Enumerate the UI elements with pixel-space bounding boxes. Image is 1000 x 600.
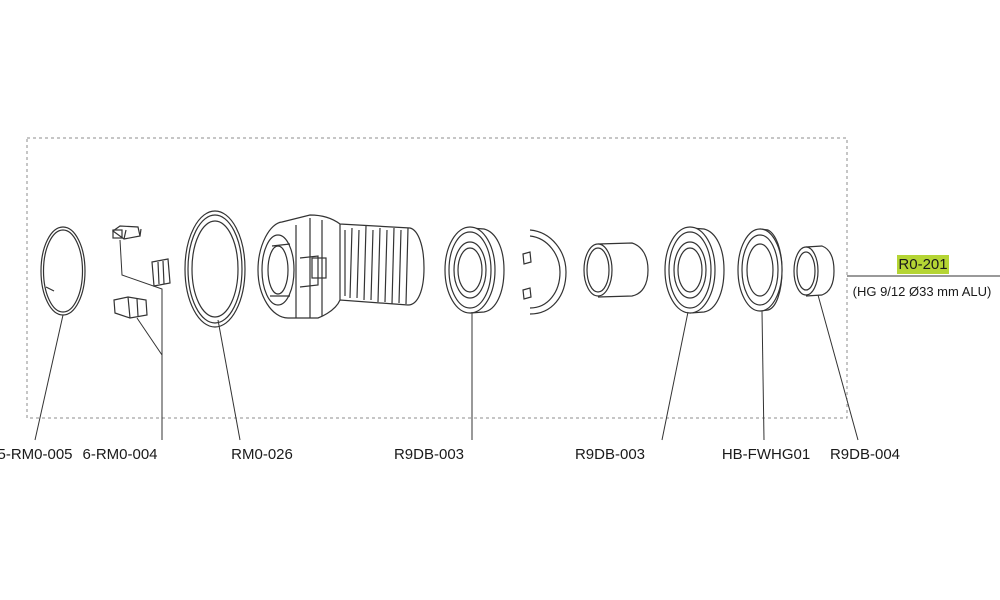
bearing-2-part: [664, 226, 725, 314]
hb-seal-part: [737, 228, 783, 312]
circlip-part: [522, 229, 567, 315]
pawls-part: [111, 225, 171, 319]
part-label-6-rm0-004: 6-RM0-004: [82, 446, 158, 463]
assembly-frame: [26, 137, 848, 419]
leader-rm0-026: [217, 319, 241, 441]
leader-6-rm0-004: [119, 239, 163, 440]
leader-hb-fwhg01: [761, 310, 765, 441]
freehub-body: [257, 214, 425, 319]
spacer-tube-part: [583, 242, 649, 298]
assembly-description: (HG 9/12 Ø33 mm ALU): [852, 284, 992, 299]
part-label-r9db-003-a: R9DB-003: [393, 446, 465, 463]
part-label-r9db-004: R9DB-004: [829, 446, 901, 463]
leader-r9db-003-b: [661, 311, 689, 441]
leader-5-rm0-005: [34, 314, 64, 441]
snap-ring-part: [40, 226, 86, 316]
assembly-code-highlight: [897, 255, 949, 274]
assembly-code: R0-201: [898, 256, 948, 273]
part-label-hb-fwhg01: HB-FWHG01: [721, 446, 811, 463]
bearing-1-part: [444, 226, 505, 314]
part-label-5-rm0-005: 5-RM0-005: [0, 446, 73, 463]
part-label-r9db-003-b: R9DB-003: [574, 446, 646, 463]
seal-ring-part: [184, 210, 246, 328]
part-label-rm0-026: RM0-026: [231, 446, 293, 463]
leader-lines: [34, 239, 1000, 441]
leader-r9db-004: [817, 294, 859, 441]
end-cap-part: [793, 245, 835, 297]
